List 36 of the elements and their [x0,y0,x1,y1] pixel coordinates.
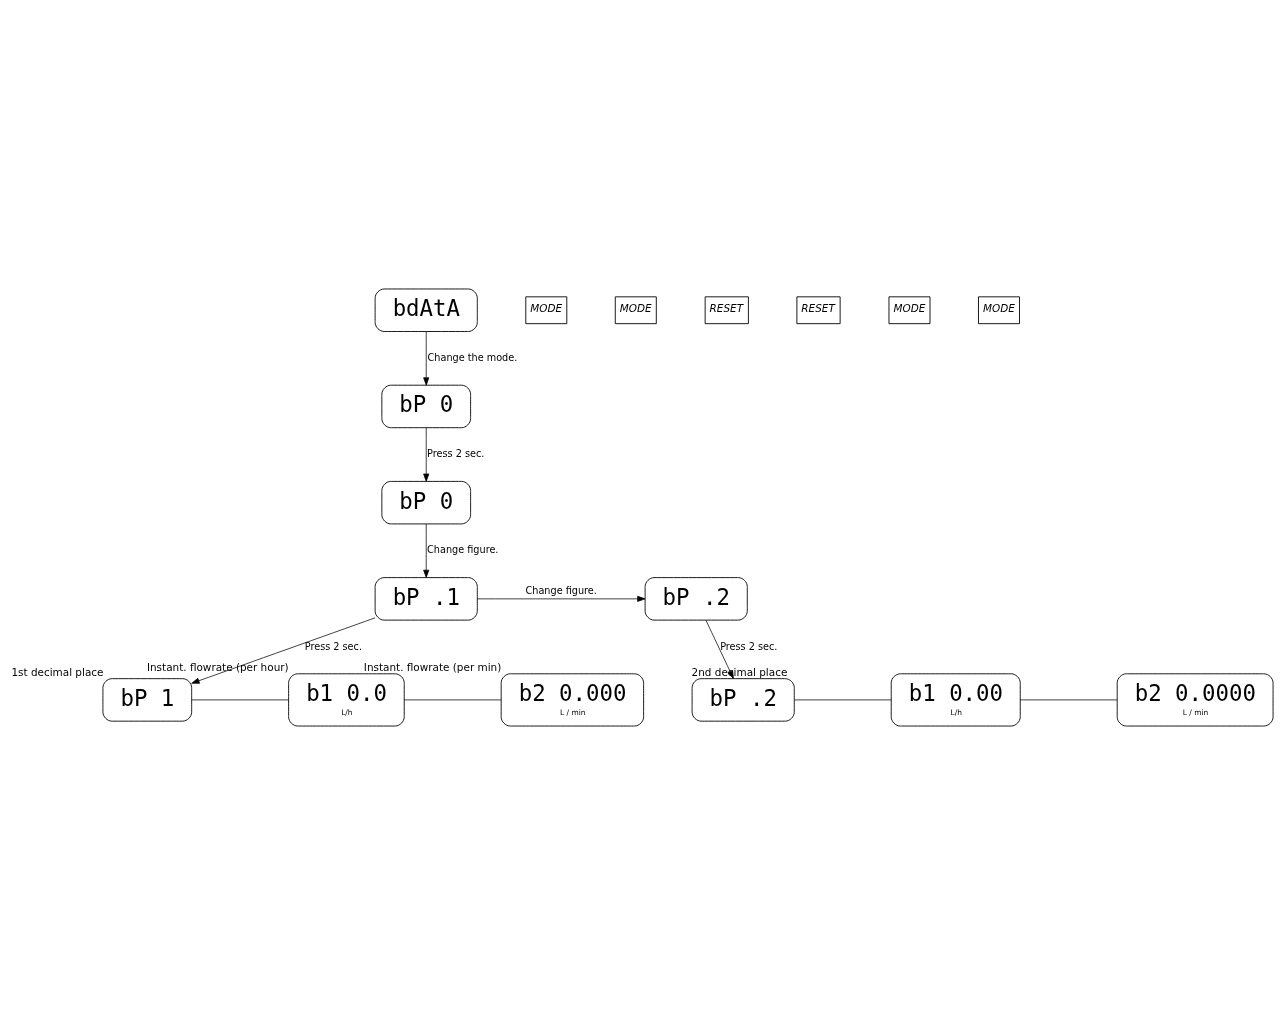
node-box: bP .1 [374,576,478,621]
connector [794,699,892,700]
label: MODE [619,301,652,314]
node-box: bP 0 [381,384,472,428]
node-box: b2 0.0000 L / min [1116,672,1274,726]
node-box: bdAtA [374,288,478,332]
label: RESET [801,301,835,314]
connector [403,699,502,700]
arrow [705,619,734,679]
node-box: bP 0 [381,480,472,524]
edge-label: Press 2 sec. [720,640,778,651]
node-box: bP .2 [691,677,795,722]
node-label: Instant. flowrate (per min) [363,660,502,673]
connector [191,699,289,700]
node-label: Instant. flowrate (per hour) [146,660,289,673]
arrow [423,426,430,482]
edge-label: Press 2 sec. [304,640,362,651]
label: MODE [530,301,563,314]
node-box: b1 0.0 L/h [288,672,405,726]
arrow [423,330,430,386]
arrow [423,523,430,578]
arrow [191,617,376,684]
edge-label: Change figure. [427,543,499,555]
arrow [476,595,646,602]
node-label: 1st decimal place [11,665,104,678]
node-box: b1 0.00 L/h [890,672,1021,726]
label: MODE [893,301,926,314]
node-box: bP .2 [644,576,748,621]
label: MODE [982,301,1015,314]
connector [1019,699,1118,700]
node-box: b2 0.000 L / min [500,672,645,726]
edge-label: Change figure. [525,584,597,596]
edge-label: Change the mode. [427,351,518,363]
node-box: bP 1 [102,677,193,722]
edge-label: Press 2 sec. [427,447,485,459]
label: RESET [709,301,744,314]
